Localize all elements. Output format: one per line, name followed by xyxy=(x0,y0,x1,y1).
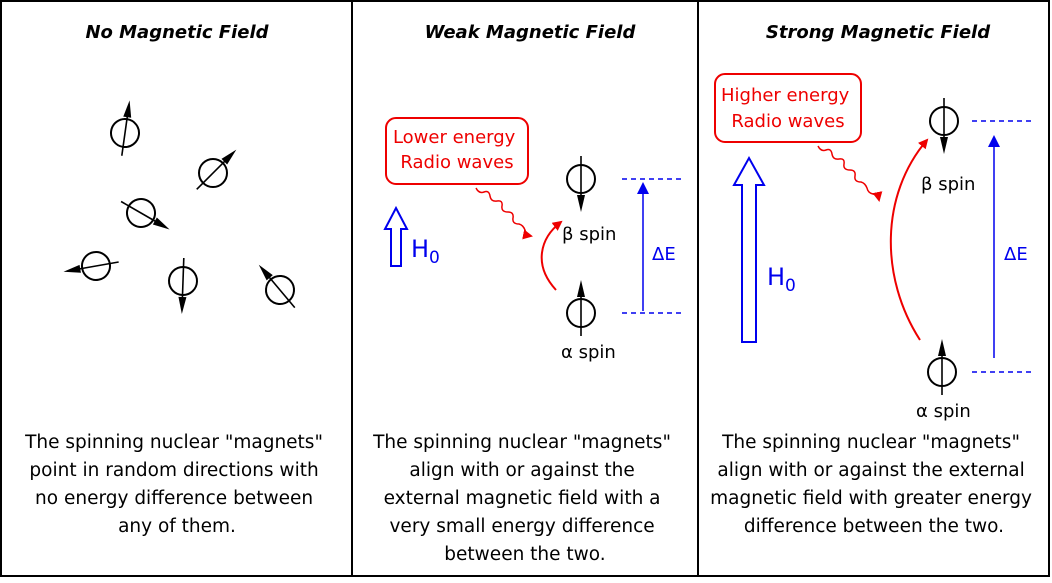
alpha-spin-label: α spin xyxy=(561,342,616,363)
beta-spin-nucleus-icon xyxy=(566,155,596,213)
radio-wave-label: Higher energy Radio waves xyxy=(721,85,855,132)
nucleus-spin-icon xyxy=(166,256,199,316)
panel-title-weak-field: Weak Magnetic Field xyxy=(425,22,637,43)
caption-no-field: The spinning nuclear "magnets" point in … xyxy=(24,432,329,537)
nucleus-spin-icon xyxy=(113,188,178,243)
nucleus-spin-icon xyxy=(60,247,123,287)
radio-wave-label: Lower energy Radio waves xyxy=(393,127,521,173)
nucleus-spin-icon xyxy=(247,254,307,318)
wavy-arrow-icon xyxy=(475,187,533,240)
alpha-spin-nucleus-icon xyxy=(566,279,596,337)
panel-title-no-field: No Magnetic Field xyxy=(85,22,269,43)
beta-spin-label: β spin xyxy=(921,174,975,195)
energy-gap-label: ΔE xyxy=(1004,244,1028,265)
beta-spin-nucleus-icon xyxy=(929,97,959,155)
alpha-spin-label: α spin xyxy=(916,401,971,422)
field-label: H0 xyxy=(767,263,796,296)
energy-gap-label: ΔE xyxy=(652,244,676,265)
nucleus-spin-icon xyxy=(106,97,145,159)
field-arrow-icon xyxy=(383,205,409,267)
panel-title-strong-field: Strong Magnetic Field xyxy=(766,22,991,43)
caption-strong-field: The spinning nuclear "magnets" align wit… xyxy=(710,432,1038,537)
wavy-arrow-icon xyxy=(817,145,883,202)
beta-spin-label: β spin xyxy=(562,224,616,245)
radio-wave-box xyxy=(385,117,529,185)
spin-flip-arrow xyxy=(889,138,929,341)
alpha-spin-nucleus-icon xyxy=(927,338,957,396)
radio-wave-box xyxy=(714,73,862,143)
caption-weak-field: The spinning nuclear "magnets" align wit… xyxy=(372,432,677,565)
nucleus-spin-icon xyxy=(185,138,248,201)
field-arrow-icon xyxy=(732,155,766,343)
spin-flip-arrow xyxy=(540,220,563,291)
field-label: H0 xyxy=(411,235,440,268)
